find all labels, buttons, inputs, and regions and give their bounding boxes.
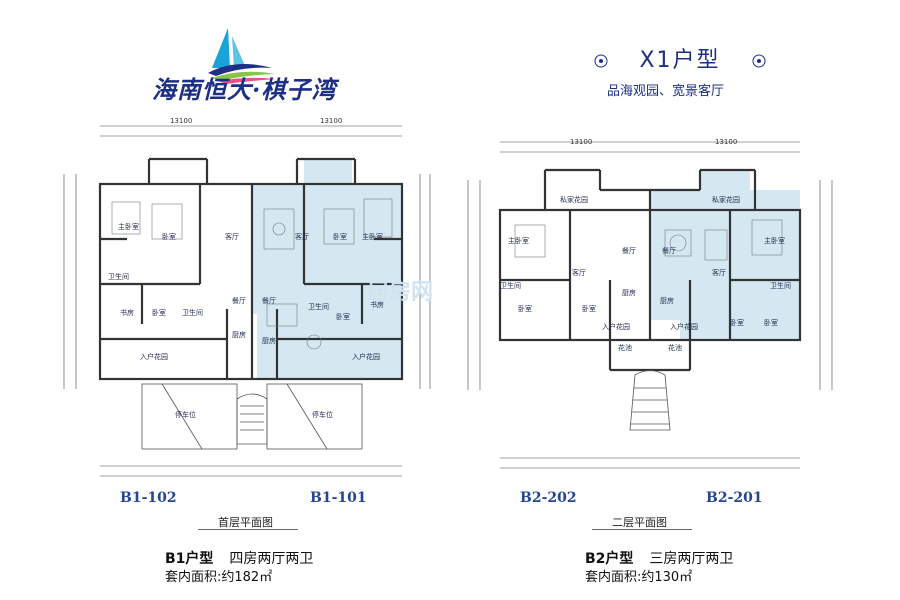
type-caption: B2户型三房两厅两卫 (585, 548, 733, 568)
dim-total-left: 13100 (170, 117, 193, 125)
floor-label: 首层平面图 (218, 516, 273, 529)
brand-name: 海南恒大·棋子湾 (152, 75, 337, 104)
unit-label: B2-201 (706, 490, 763, 506)
room-label: 客厅 (295, 233, 309, 241)
floor-label: 二层平面图 (612, 516, 667, 529)
room-label: 厨房 (262, 337, 276, 345)
floor-plan-second (467, 141, 833, 469)
room-label: 厨房 (622, 289, 636, 297)
room-label: 餐厅 (232, 297, 246, 305)
room-label: 客厅 (712, 269, 726, 277)
room-label: 卫生间 (500, 282, 521, 290)
page-title: X1户型 (639, 48, 721, 73)
unit-label: B2-202 (520, 490, 577, 506)
dim-total-left: 13100 (570, 138, 593, 146)
room-label: 入户花园 (602, 323, 630, 331)
room-label: 书房 (370, 301, 384, 309)
room-label: 私家花园 (560, 196, 588, 204)
title-banner: X1户型 (592, 46, 768, 76)
room-label: 卧室 (730, 319, 744, 327)
room-label: 私家花园 (712, 196, 740, 204)
room-label: 停车位 (175, 411, 196, 419)
room-label: 卧室 (336, 313, 350, 321)
room-label: 卧室 (152, 309, 166, 317)
room-label: 卧室 (582, 305, 596, 313)
room-label: 卫生间 (108, 273, 129, 281)
room-label: 餐厅 (262, 297, 276, 305)
room-label: 卫生间 (770, 282, 791, 290)
type-desc: 三房两厅两卫 (649, 551, 734, 567)
type-desc: 四房两厅两卫 (229, 551, 314, 567)
room-label: 卧室 (518, 305, 532, 313)
room-label: 主卧室 (362, 233, 383, 241)
room-label: 花池 (618, 344, 632, 352)
room-label: 花池 (668, 344, 682, 352)
room-label: 主卧室 (508, 237, 529, 245)
floor-plan-ground: 居房网 (63, 125, 433, 477)
room-label: 卫生间 (308, 303, 329, 311)
room-label: 入户花园 (140, 353, 168, 361)
room-label: 主卧室 (764, 237, 785, 245)
watermark: 居房网 (367, 279, 433, 305)
dim-total-right: 13100 (320, 117, 343, 125)
room-label: 餐厅 (662, 247, 676, 255)
room-label: 卫生间 (182, 309, 203, 317)
room-label: 主卧室 (118, 223, 139, 231)
type-name: B1户型 (165, 551, 214, 567)
ornament-icon (594, 54, 608, 68)
area-text: 套内面积:约182㎡ (165, 570, 273, 585)
room-label: 入户花园 (670, 323, 698, 331)
area-text: 套内面积:约130㎡ (585, 570, 693, 585)
type-caption: B1户型四房两厅两卫 (165, 548, 313, 568)
room-label: 卧室 (764, 319, 778, 327)
dim-total-right: 13100 (715, 138, 738, 146)
room-label: 客厅 (572, 269, 586, 277)
unit-label: B1-102 (120, 490, 177, 506)
room-label: 餐厅 (622, 247, 636, 255)
unit-label: B1-101 (310, 490, 367, 506)
brand-logo-icon (208, 28, 276, 84)
room-label: 厨房 (660, 297, 674, 305)
ornament-icon (752, 54, 766, 68)
room-label: 客厅 (225, 233, 239, 241)
room-label: 入户花园 (352, 353, 380, 361)
room-label: 厨房 (232, 331, 246, 339)
slogan: 品海观园、宽景客厅 (607, 84, 725, 99)
room-label: 卧室 (333, 233, 347, 241)
room-label: 停车位 (312, 411, 333, 419)
room-label: 卧室 (162, 233, 176, 241)
type-name: B2户型 (585, 551, 634, 567)
room-label: 书房 (120, 309, 134, 317)
